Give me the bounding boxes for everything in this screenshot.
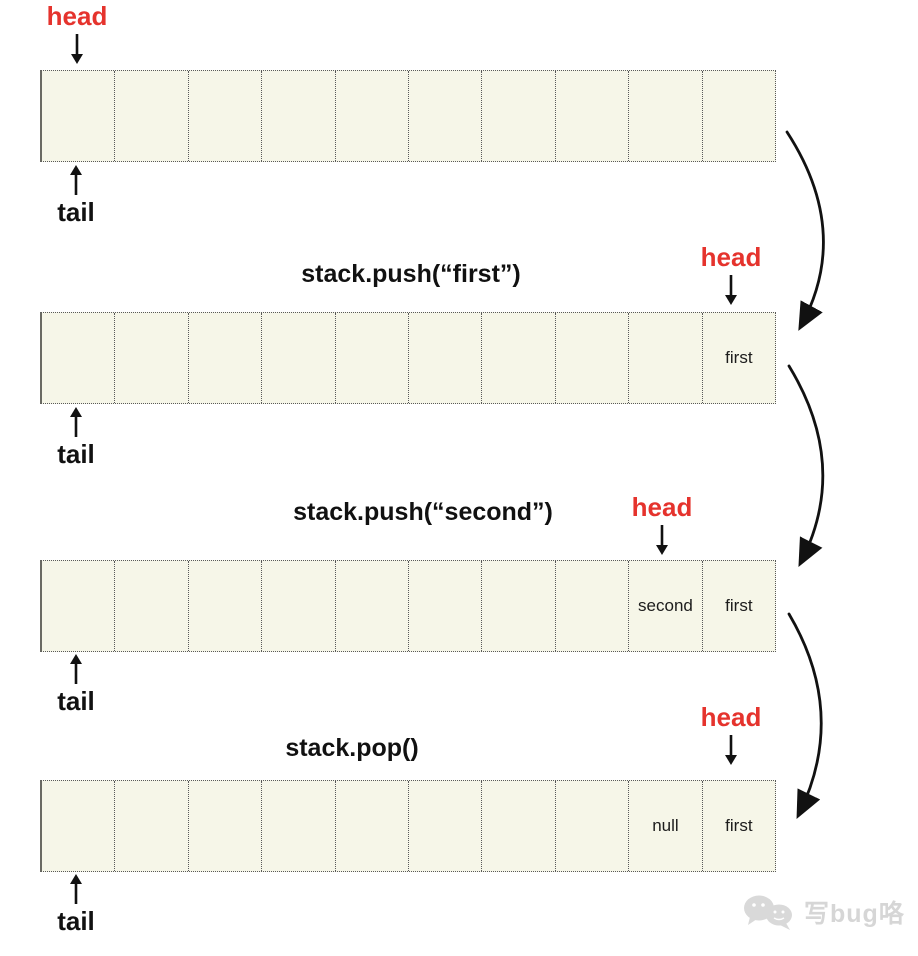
tail-pointer-step-2: tail (31, 407, 121, 469)
tail-pointer-step-3: tail (31, 654, 121, 716)
array-cell (336, 313, 410, 403)
head-pointer-step-2: head (686, 243, 776, 305)
array-cell (629, 71, 703, 161)
array-cell (189, 781, 263, 871)
head-pointer-step-3: head (617, 493, 707, 555)
tail-pointer-step-4: tail (31, 874, 121, 936)
array-cell (629, 313, 703, 403)
head-label: head (700, 242, 762, 272)
tail-label: tail (57, 686, 95, 716)
tail-label: tail (57, 906, 95, 936)
array-cell (556, 781, 630, 871)
array-cell (556, 313, 630, 403)
array-cell-second: second (629, 561, 703, 651)
array-cell (336, 561, 410, 651)
tail-label: tail (57, 439, 95, 469)
array-cell (42, 561, 116, 651)
array-cell (115, 313, 189, 403)
array-cell (262, 71, 336, 161)
connector-step1-to-step2 (785, 130, 825, 331)
array-cell (482, 781, 556, 871)
array-cell (189, 313, 263, 403)
head-label: head (46, 1, 108, 31)
array-cell (42, 71, 116, 161)
array-cell (115, 71, 189, 161)
array-cell (42, 313, 116, 403)
arrow-up-icon (70, 874, 82, 904)
arrow-up-icon (70, 407, 82, 437)
array-cell (556, 561, 630, 651)
array-cell (262, 781, 336, 871)
array-cell (482, 71, 556, 161)
array-cell (189, 561, 263, 651)
watermark-text: 写bug咯 (804, 900, 905, 928)
array-cell (262, 561, 336, 651)
arrow-up-icon (70, 654, 82, 684)
connector-step3-to-step4 (787, 612, 823, 820)
array-cell-first: first (725, 596, 753, 615)
array-step-3: second first (40, 560, 776, 652)
tail-pointer-step-1: tail (31, 165, 121, 227)
arrow-down-icon (656, 524, 668, 555)
operation-title-push-second: stack.push(“second”) (293, 498, 553, 526)
arrow-down-icon (725, 274, 737, 305)
array-cell (189, 71, 263, 161)
array-cell (409, 561, 483, 651)
head-pointer-step-1: head (32, 2, 122, 64)
array-step-4: null first (40, 780, 776, 872)
array-cell (409, 781, 483, 871)
head-pointer-step-4: head (686, 703, 776, 765)
connector-step2-to-step3 (787, 364, 825, 567)
array-cell (409, 71, 483, 161)
array-step-2: first (40, 312, 776, 404)
array-step-1 (40, 70, 776, 162)
array-cell (482, 313, 556, 403)
array-cell (336, 71, 410, 161)
array-cell (336, 781, 410, 871)
array-cell (262, 313, 336, 403)
arrow-up-icon (70, 165, 82, 195)
array-cell (42, 781, 116, 871)
array-cell (115, 781, 189, 871)
arrow-down-icon (725, 734, 737, 765)
array-cell-first: first (725, 816, 753, 835)
watermark: 写bug咯 (742, 893, 905, 931)
operation-title-pop: stack.pop() (285, 734, 419, 762)
array-cell (115, 561, 189, 651)
array-cell (556, 71, 630, 161)
head-label: head (631, 492, 693, 522)
array-cell (482, 561, 556, 651)
arrow-down-icon (71, 33, 83, 64)
tail-label: tail (57, 197, 95, 227)
operation-title-push-first: stack.push(“first”) (301, 260, 521, 288)
head-label: head (700, 702, 762, 732)
array-cell (409, 313, 483, 403)
array-cell-first: first (725, 348, 753, 367)
array-cell-null: null (629, 781, 703, 871)
wechat-chat-bubbles-icon (744, 895, 792, 930)
array-cell (703, 71, 775, 161)
